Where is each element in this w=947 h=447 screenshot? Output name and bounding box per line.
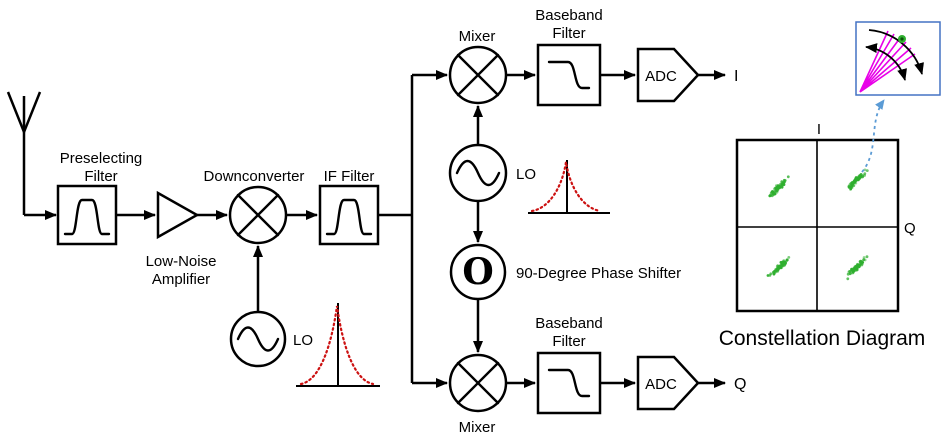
bottom-mixer-label: Mixer bbox=[459, 419, 496, 436]
zoom-callout-arrow bbox=[861, 99, 885, 173]
lna-block: Low-Noise Amplifier bbox=[146, 190, 217, 288]
phase-shifter-block: O 90-Degree Phase Shifter bbox=[449, 243, 681, 301]
lo1-block: LO bbox=[229, 310, 313, 368]
if-filter-block: IF Filter bbox=[318, 168, 380, 246]
amplifier-icon bbox=[156, 190, 200, 240]
phase-error-arc-outer-icon bbox=[868, 29, 924, 75]
constellation-cluster-lower-right bbox=[846, 255, 869, 281]
top-mixer-block: Mixer bbox=[448, 28, 508, 105]
lo2-block: LO bbox=[448, 143, 536, 203]
ideal-symbol-dot-center bbox=[900, 37, 904, 41]
output-q-label: Q bbox=[734, 376, 746, 393]
preselecting-filter-label-2: Filter bbox=[84, 168, 117, 185]
sine-icon bbox=[236, 326, 280, 352]
lo1-label: LO bbox=[293, 332, 313, 349]
lna-label-1: Low-Noise bbox=[146, 253, 217, 270]
lowpass-icon bbox=[547, 60, 591, 90]
constellation-q-axis-label: Q bbox=[904, 220, 916, 237]
constellation-cluster-upper-right bbox=[847, 168, 869, 191]
downconverter-block: Downconverter bbox=[204, 168, 305, 245]
mixer-x-icon bbox=[456, 53, 500, 97]
baseband-filter-bottom-label-2: Filter bbox=[552, 333, 585, 350]
constellation-cluster-upper-left bbox=[768, 175, 790, 198]
spectrum1-skirt-dotted bbox=[299, 305, 375, 386]
phase-shifter-symbol: O bbox=[462, 251, 493, 293]
mixer-x-icon bbox=[236, 193, 280, 237]
constellation-i-axis-label: I bbox=[817, 121, 821, 138]
lo1-spectrum-plot bbox=[296, 303, 380, 387]
preselecting-filter-block: Preselecting Filter bbox=[56, 150, 143, 246]
lo2-label: LO bbox=[516, 166, 536, 183]
zoom-inset bbox=[855, 21, 941, 96]
spectrum2-skirt-dotted bbox=[530, 161, 602, 213]
baseband-filter-bottom-label-1: Baseband bbox=[535, 315, 603, 332]
phase-error-arc-inner-icon bbox=[865, 43, 907, 81]
baseband-filter-top-label-1: Baseband bbox=[535, 7, 603, 24]
top-mixer-label: Mixer bbox=[459, 28, 496, 45]
adc-icon bbox=[636, 355, 700, 411]
baseband-filter-top-label-2: Filter bbox=[552, 25, 585, 42]
adc-top-block: ADC bbox=[636, 47, 700, 103]
phase-shifter-label: 90-Degree Phase Shifter bbox=[516, 265, 681, 282]
bottom-mixer-block: Mixer bbox=[448, 353, 508, 436]
antenna-icon bbox=[6, 91, 42, 215]
constellation-cluster-lower-left bbox=[766, 256, 791, 277]
constellation-title: Constellation Diagram bbox=[719, 327, 926, 350]
baseband-filter-top-block: Baseband Filter bbox=[535, 7, 603, 107]
adc-icon bbox=[636, 47, 700, 103]
preselecting-filter-label-1: Preselecting bbox=[60, 150, 143, 167]
lo2-spectrum-plot bbox=[528, 160, 610, 214]
lowpass-icon bbox=[547, 368, 591, 398]
adc-top-label: ADC bbox=[645, 68, 677, 85]
constellation-axes bbox=[737, 140, 898, 311]
bandpass-icon bbox=[63, 198, 111, 236]
baseband-filter-bottom-block: Baseband Filter bbox=[535, 315, 603, 415]
bandpass-icon bbox=[325, 198, 373, 236]
mixer-x-icon bbox=[456, 361, 500, 405]
sine-icon bbox=[455, 159, 501, 187]
if-filter-label: IF Filter bbox=[324, 168, 375, 185]
lna-label-2: Amplifier bbox=[152, 271, 210, 288]
constellation-diagram: I Q Constellation Diagram bbox=[719, 121, 926, 350]
downconverter-label: Downconverter bbox=[204, 168, 305, 185]
adc-bottom-label: ADC bbox=[645, 376, 677, 393]
output-i-label: I bbox=[734, 68, 738, 85]
adc-bottom-block: ADC bbox=[636, 355, 700, 411]
